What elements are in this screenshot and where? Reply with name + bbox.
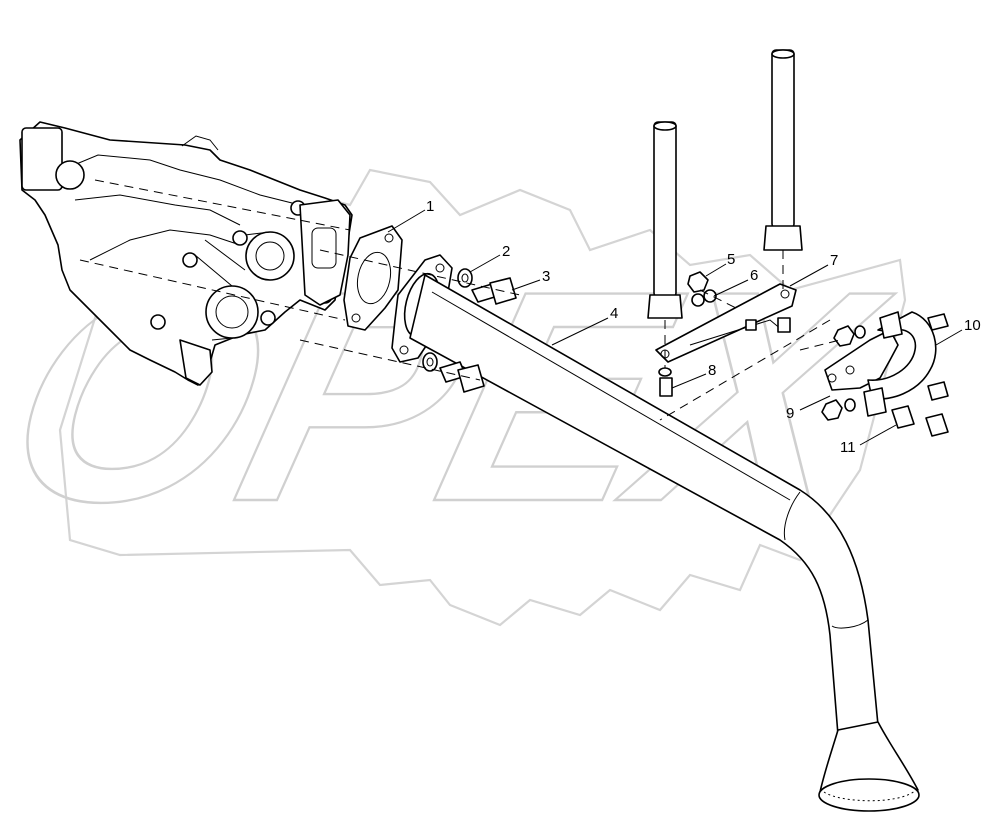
gasket bbox=[343, 225, 403, 331]
bolt-lower-head bbox=[457, 364, 485, 393]
bolt-11-mid bbox=[927, 381, 949, 401]
pipe-strainer-mouth bbox=[818, 778, 920, 812]
nut-bracket bbox=[745, 319, 757, 331]
leader-1 bbox=[387, 209, 426, 233]
leader-3 bbox=[511, 279, 541, 291]
washer-9-upper bbox=[854, 325, 866, 339]
flange-fasteners bbox=[422, 268, 517, 393]
axis-line-7 bbox=[699, 289, 741, 311]
callout-1: 1 bbox=[426, 198, 434, 215]
housing-gear-teeth bbox=[181, 135, 219, 151]
housing-spokes bbox=[194, 231, 271, 341]
stud-right-collar bbox=[763, 225, 803, 251]
washer-upper bbox=[457, 268, 473, 288]
callout-11: 11 bbox=[840, 439, 856, 456]
housing-boss-upper bbox=[245, 231, 295, 281]
callout-3: 3 bbox=[542, 268, 550, 285]
gasket-outline bbox=[343, 225, 403, 331]
pipe-flange-hole-1 bbox=[435, 263, 445, 273]
pipe-bend-seam-2 bbox=[831, 619, 869, 629]
housing-boss-lower bbox=[205, 285, 259, 339]
bolt-11-side bbox=[925, 413, 949, 437]
leader-11 bbox=[859, 424, 897, 446]
assembly-lines bbox=[79, 179, 841, 421]
suction-pipe bbox=[409, 274, 920, 812]
pipe-flange-hole-2 bbox=[399, 345, 409, 355]
axis-line-3 bbox=[319, 249, 521, 296]
housing-bolt-1 bbox=[182, 252, 198, 268]
leader-4 bbox=[551, 317, 609, 346]
axis-line-2 bbox=[79, 259, 346, 321]
clamp-mount-plate bbox=[824, 329, 899, 391]
housing-rib bbox=[74, 194, 241, 226]
nut-9-upper bbox=[833, 325, 855, 347]
pipe-clamp bbox=[821, 311, 949, 437]
stud-right-shaft bbox=[771, 49, 795, 229]
axis-line-9 bbox=[659, 319, 831, 421]
callout-9: 9 bbox=[786, 405, 794, 422]
leader-5 bbox=[705, 263, 727, 277]
callout-6: 6 bbox=[750, 267, 758, 284]
leader-8 bbox=[671, 373, 707, 389]
gasket-bolt-hole-1 bbox=[384, 233, 394, 243]
leader-6 bbox=[713, 279, 749, 297]
leader-2 bbox=[469, 254, 501, 273]
nut-5 bbox=[687, 271, 709, 293]
stud-left-collar bbox=[647, 294, 683, 319]
clamp-plate-hole-1 bbox=[827, 373, 837, 383]
pipe-bend-seam bbox=[783, 491, 801, 541]
callout-7: 7 bbox=[830, 252, 838, 269]
clamp-lug-lower bbox=[863, 387, 887, 417]
pipe-highlight bbox=[431, 291, 791, 501]
washer-lower-hole bbox=[426, 357, 434, 367]
callout-labels: 1 2 3 4 5 6 7 8 9 10 11 bbox=[426, 198, 981, 456]
stud-left-top bbox=[653, 121, 677, 131]
housing-valve bbox=[179, 339, 213, 386]
washer-8 bbox=[658, 367, 672, 377]
pump-housing bbox=[19, 121, 353, 386]
housing-bolt-2 bbox=[232, 230, 248, 246]
clamp-lug-upper bbox=[879, 311, 903, 339]
leader-7 bbox=[789, 264, 829, 287]
housing-sensor bbox=[55, 160, 85, 190]
gasket-bolt-hole-2 bbox=[351, 313, 361, 323]
bolt-bracket bbox=[777, 317, 791, 333]
callout-2: 2 bbox=[502, 243, 510, 260]
housing-bolt-4 bbox=[150, 314, 166, 330]
housing-bolt-3 bbox=[260, 310, 276, 326]
bracket-hole-2 bbox=[780, 289, 790, 299]
leader-9 bbox=[799, 395, 831, 411]
stud-right-top bbox=[771, 49, 795, 59]
washer-9-lower bbox=[844, 398, 856, 412]
clamp-plate-hole-2 bbox=[845, 365, 855, 375]
washer-upper-hole bbox=[461, 273, 469, 283]
axis-line-1 bbox=[94, 179, 351, 231]
leader-lines bbox=[387, 209, 963, 446]
callout-8: 8 bbox=[708, 362, 716, 379]
bolt-11-lower bbox=[891, 405, 915, 429]
axis-line-4 bbox=[299, 339, 481, 381]
housing-flange bbox=[21, 127, 63, 191]
washer-lower bbox=[422, 352, 438, 372]
bolt-8 bbox=[659, 377, 673, 397]
leader-10 bbox=[935, 329, 963, 346]
housing-rib-lower bbox=[89, 229, 241, 261]
housing-boss-lower-inner bbox=[215, 295, 249, 329]
washer-6a bbox=[691, 293, 705, 307]
gasket-hole bbox=[356, 251, 392, 305]
bracket-7 bbox=[655, 283, 797, 363]
callout-4: 4 bbox=[610, 305, 618, 322]
bolt-11-upper bbox=[927, 313, 949, 331]
mounting-studs bbox=[647, 49, 803, 319]
stud-left-shaft bbox=[653, 121, 677, 298]
callout-5: 5 bbox=[727, 251, 735, 268]
callout-10: 10 bbox=[964, 317, 981, 334]
nut-9-lower bbox=[821, 399, 843, 421]
axis-line-8 bbox=[799, 339, 841, 351]
bracket-assembly bbox=[655, 271, 797, 397]
housing-outlet-port bbox=[311, 227, 337, 269]
housing-outlet-flange bbox=[299, 199, 351, 306]
housing-boss-upper-inner bbox=[255, 241, 285, 271]
